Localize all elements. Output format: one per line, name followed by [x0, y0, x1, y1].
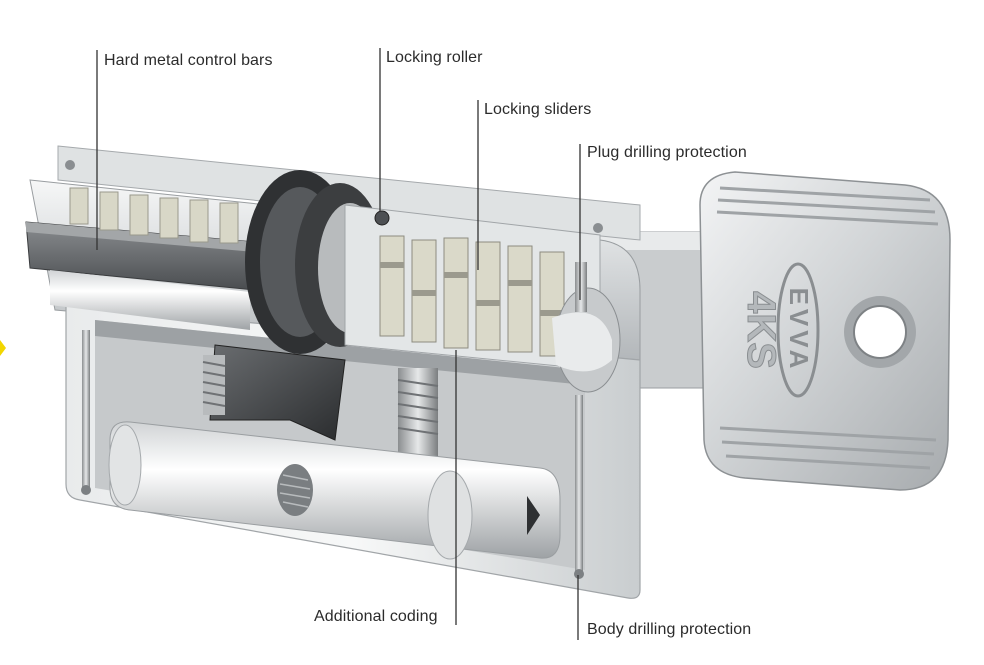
label-plug-drilling-protection: Plug drilling protection [587, 144, 747, 161]
key-model-mark: 4KS [739, 291, 784, 370]
key-brand-logo: EVVA [776, 262, 820, 398]
label-additional-coding: Additional coding [314, 608, 438, 625]
locking-sliders [379, 235, 565, 357]
key-brand: EVVA [784, 288, 814, 373]
control-bar-assembly [25, 187, 256, 330]
key: EVVA 4KS [599, 171, 951, 491]
label-hard-metal-control-bars: Hard metal control bars [104, 52, 273, 69]
label-body-drilling-protection: Body drilling protection [587, 621, 752, 638]
locking-roller [374, 210, 390, 226]
leader-lines [96, 48, 581, 640]
springs [202, 355, 439, 458]
edge-marker [0, 340, 6, 356]
key-model: 4KS [739, 291, 783, 369]
label-locking-sliders: Locking sliders [484, 101, 592, 118]
plug [344, 204, 621, 393]
lower-shaft [108, 421, 561, 560]
label-locking-roller: Locking roller [386, 49, 483, 66]
